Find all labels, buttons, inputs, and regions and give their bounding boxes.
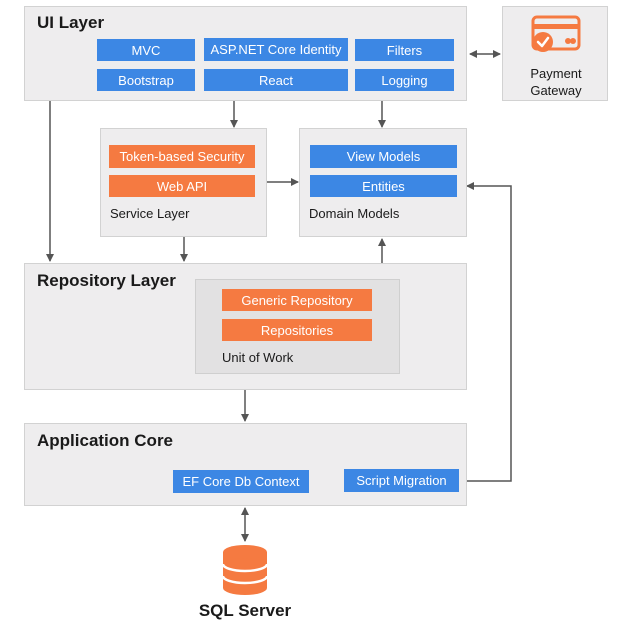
ui-layer-title: UI Layer	[37, 13, 105, 32]
credit-card-check-icon	[531, 15, 581, 52]
chip-aspnet-identity: ASP.NET Core Identity	[204, 38, 348, 61]
chip-script-migration: Script Migration	[344, 469, 459, 492]
repository-layer-title: Repository Layer	[37, 271, 176, 290]
service-layer-title: Service Layer	[110, 206, 190, 221]
chip-logging: Logging	[355, 69, 454, 91]
chip-bootstrap: Bootstrap	[97, 69, 195, 91]
chip-generic-repository: Generic Repository	[222, 289, 372, 311]
chip-repositories: Repositories	[222, 319, 372, 341]
chip-entities: Entities	[310, 175, 457, 197]
chip-view-models: View Models	[310, 145, 457, 168]
sql-server-label: SQL Server	[198, 601, 292, 620]
payment-gateway-line2: Gateway	[530, 83, 582, 98]
unit-of-work-title: Unit of Work	[222, 350, 294, 365]
chip-ef-core-db-context: EF Core Db Context	[173, 470, 309, 493]
payment-gateway-panel: Payment Gateway	[502, 6, 608, 101]
arrow-migration-entities	[466, 182, 512, 482]
domain-models-title: Domain Models	[309, 206, 400, 221]
application-core-title: Application Core	[37, 431, 174, 450]
chip-filters: Filters	[355, 39, 454, 61]
payment-gateway-line1: Payment	[530, 66, 582, 81]
chip-token-security: Token-based Security	[109, 145, 255, 168]
database-icon	[221, 545, 269, 595]
chip-web-api: Web API	[109, 175, 255, 197]
payment-gateway-label: Payment Gateway	[503, 65, 609, 99]
chip-react: React	[204, 69, 348, 91]
application-core-panel: Application Core	[24, 423, 467, 506]
chip-mvc: MVC	[97, 39, 195, 61]
